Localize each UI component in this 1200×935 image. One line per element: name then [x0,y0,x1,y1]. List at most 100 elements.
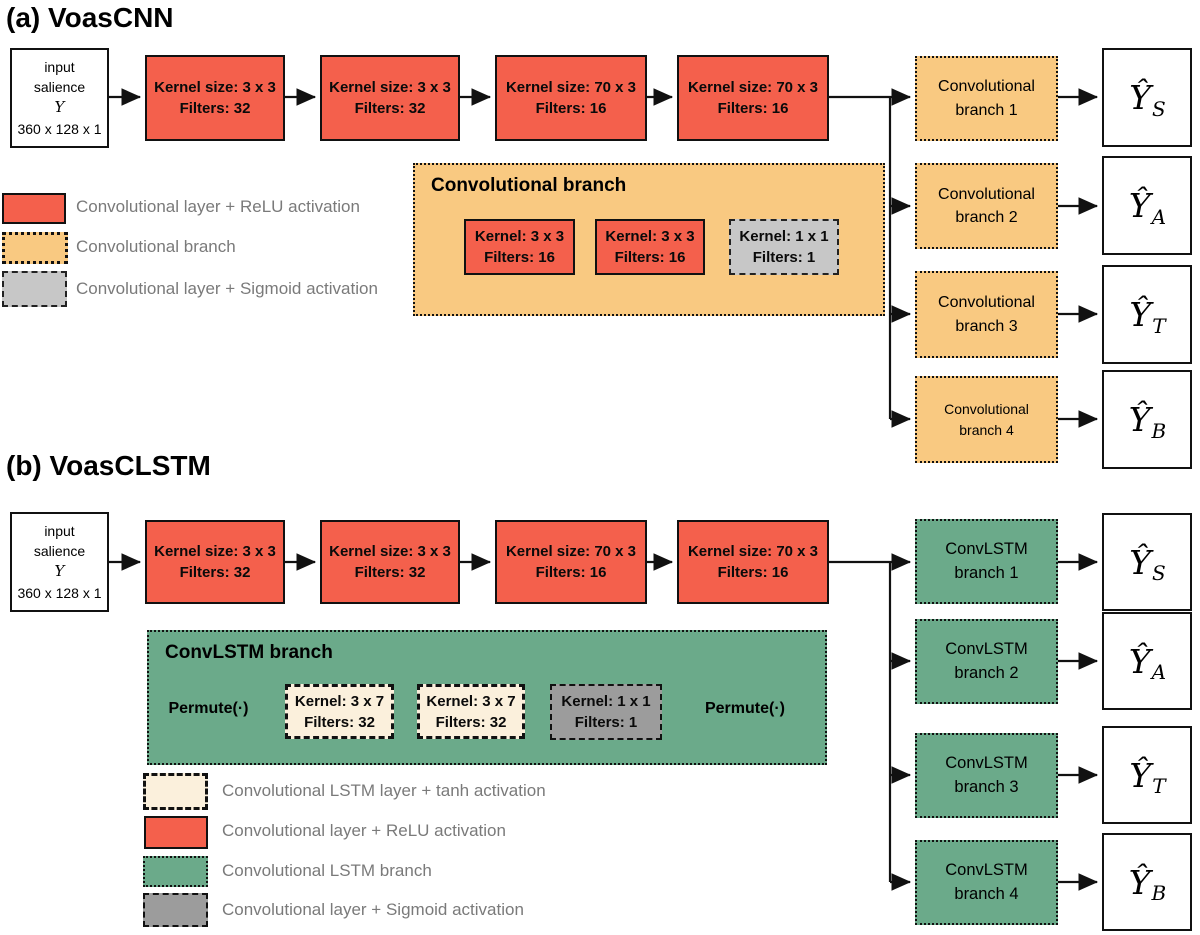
kernel-label: Kernel: 1 x 1 [561,693,651,710]
branch-label: ConvLSTM branch 4 [945,860,1028,903]
output-symbol: Ŷ [1128,186,1151,225]
kernel-size-label: Kernel size: 70 x 3 [687,543,819,560]
filters-label: Filters: 1 [752,249,816,266]
filters-label: Filters: 16 [717,100,789,117]
legend-label-relu-b: Convolutional layer + ReLU activation [222,821,506,840]
output-subscript: S [1152,96,1166,121]
permute-in-label: Permute(·) [168,700,249,717]
input-symbol: Y [54,562,65,581]
legend-swatch-relu-a [2,193,66,224]
output-subscript: A [1151,204,1167,229]
legend-label-lstm-branch-b: Convolutional LSTM branch [222,861,432,880]
filters-label: Filters: 16 [614,249,686,266]
legend-swatch-sigmoid-b [143,893,208,927]
conv-layer-3-a: Kernel size: 70 x 3 Filters: 16 [495,55,647,141]
legend-label-tanh-b: Convolutional LSTM layer + tanh activati… [222,781,546,800]
kernel-label: Kernel: 3 x 7 [294,692,385,710]
branch-label: ConvLSTM branch 1 [945,539,1028,582]
kernel-size-label: Kernel size: 70 x 3 [505,543,637,560]
inset-title-b: ConvLSTM branch [165,642,333,663]
permute-out-label: Permute(·) [704,700,785,717]
branch-label: ConvLSTM branch 2 [945,639,1028,682]
output-symbol: Ŷ [1129,295,1152,334]
convlstm-branch-4-node: ConvLSTM branch 4 [915,840,1058,925]
legend-label-sigmoid-a: Convolutional layer + Sigmoid activation [76,279,378,298]
section-a-title: (a) VoasCNN [6,2,174,33]
kernel-size-label: Kernel size: 3 x 3 [329,543,451,560]
filters-label: Filters: 16 [535,100,607,117]
section-b-title: (b) VoasCLSTM [6,450,211,481]
conv-layer-2-a: Kernel size: 3 x 3 Filters: 32 [320,55,460,141]
output-subscript: B [1151,418,1167,443]
conv-branch-3-node: Convolutional branch 3 [915,271,1058,358]
legend-swatch-branch-a [2,232,68,264]
conv-layer-3-b: Kernel size: 70 x 3 Filters: 16 [495,520,647,604]
inset-sigmoid-conv-b: Kernel: 1 x 1 Filters: 1 [550,684,662,740]
convlstm-branch-1-node: ConvLSTM branch 1 [915,519,1058,604]
inset-conv-2-a: Kernel: 3 x 3 Filters: 16 [595,219,705,275]
output-subscript: A [1151,660,1167,684]
legend-label-branch-a: Convolutional branch [76,237,236,256]
conv-layer-4-b: Kernel size: 70 x 3 Filters: 16 [677,520,829,604]
legend-label-relu-a: Convolutional layer + ReLU activation [76,197,360,216]
filters-label: Filters: 32 [435,713,507,731]
conv-layer-4-a: Kernel size: 70 x 3 Filters: 16 [677,55,829,141]
inset-title-a: Convolutional branch [431,175,627,196]
branch-label: Convolutional branch 1 [938,78,1035,119]
input-line1: input [44,522,75,539]
conv-layer-1-a: Kernel size: 3 x 3 Filters: 32 [145,55,285,141]
legend-swatch-relu-b [144,816,208,849]
conv-branch-4-node: Convolutional branch 4 [915,376,1058,463]
convlstm-branch-3-node: ConvLSTM branch 3 [915,733,1058,818]
filters-label: Filters: 1 [574,714,638,731]
inset-conv-1-a: Kernel: 3 x 3 Filters: 16 [464,219,575,275]
inset-sigmoid-conv-a: Kernel: 1 x 1 Filters: 1 [729,219,839,275]
conv-layer-2-b: Kernel size: 3 x 3 Filters: 32 [320,520,460,604]
output-subscript: T [1152,313,1166,338]
kernel-label: Kernel: 3 x 3 [474,228,565,245]
convlstm-branch-detail-panel: ConvLSTM branch Permute(·) Kernel: 3 x 7… [147,630,827,765]
kernel-size-label: Kernel size: 3 x 3 [154,79,276,96]
filters-label: Filters: 32 [179,100,251,117]
filters-label: Filters: 32 [354,564,426,581]
branch-label: ConvLSTM branch 3 [945,753,1028,796]
kernel-label: Kernel: 3 x 7 [426,692,516,710]
filters-label: Filters: 32 [354,100,426,117]
convlstm-branch-2-node: ConvLSTM branch 2 [915,619,1058,704]
conv-branch-2-node: Convolutional branch 2 [915,163,1058,249]
output-symbol: Ŷ [1129,78,1152,117]
output-subscript: B [1151,881,1167,905]
input-salience-node-a: input salience Y 360 x 128 x 1 [10,48,109,148]
conv-layer-1-b: Kernel size: 3 x 3 Filters: 32 [145,520,285,604]
inset-convlstm-2-b: Kernel: 3 x 7 Filters: 32 [417,684,525,739]
filters-label: Filters: 16 [484,249,555,266]
branch-label: Convolutional branch 3 [938,294,1035,335]
filters-label: Filters: 32 [304,713,375,731]
output-subscript: S [1152,561,1166,585]
kernel-size-label: Kernel size: 3 x 3 [154,543,276,560]
input-shape: 360 x 128 x 1 [17,121,102,138]
kernel-label: Kernel: 3 x 3 [605,228,695,245]
input-symbol: Y [54,98,65,117]
legend-swatch-sigmoid-a [2,271,67,307]
output-symbol: Ŷ [1129,755,1152,795]
filters-label: Filters: 32 [179,564,251,581]
input-shape: 360 x 128 x 1 [17,585,102,602]
inset-convlstm-1-b: Kernel: 3 x 7 Filters: 32 [285,684,394,739]
legend-swatch-lstm-branch-b [143,856,208,887]
output-symbol: Ŷ [1128,862,1151,902]
filters-label: Filters: 16 [535,564,607,581]
kernel-size-label: Kernel size: 3 x 3 [329,79,451,96]
branch-label: Convolutional branch 4 [944,401,1029,438]
input-line1: input [44,58,75,75]
kernel-size-label: Kernel size: 70 x 3 [505,79,637,96]
conv-branch-1-node: Convolutional branch 1 [915,56,1058,141]
output-symbol: Ŷ [1128,641,1151,681]
filters-label: Filters: 16 [717,564,789,581]
